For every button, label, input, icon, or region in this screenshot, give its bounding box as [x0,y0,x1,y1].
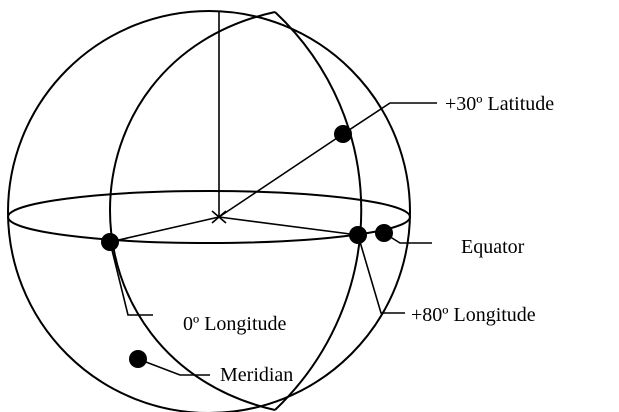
longitude-0-label: 0º Longitude [183,313,287,335]
latitude-30-label: +30º Latitude [445,93,554,115]
meridian-point [129,350,147,368]
longitude-80-leader [357,234,405,314]
prime-meridian-equator-point [101,233,119,251]
longitude-80-label: +80º Longitude [411,304,536,326]
longitude-0-leader [109,241,153,316]
meridian-label: Meridian [220,364,293,386]
radius-to-longitude-80 [218,216,359,236]
sphere-outline [7,10,411,412]
radius-to-latitude-point [218,133,344,218]
meridian-leader [137,358,210,376]
longitude-80-equator-point [349,226,367,244]
prime-meridian-arc [109,11,276,411]
latitude-30-leader [342,102,437,135]
center-mark-b [211,210,227,224]
radius-to-prime-meridian [109,216,220,243]
equator-label: Equator [461,236,525,258]
equator-ellipse [7,190,411,244]
latitude-30-point [334,125,352,143]
longitude-80-arc [274,11,363,411]
equator-point [375,224,393,242]
